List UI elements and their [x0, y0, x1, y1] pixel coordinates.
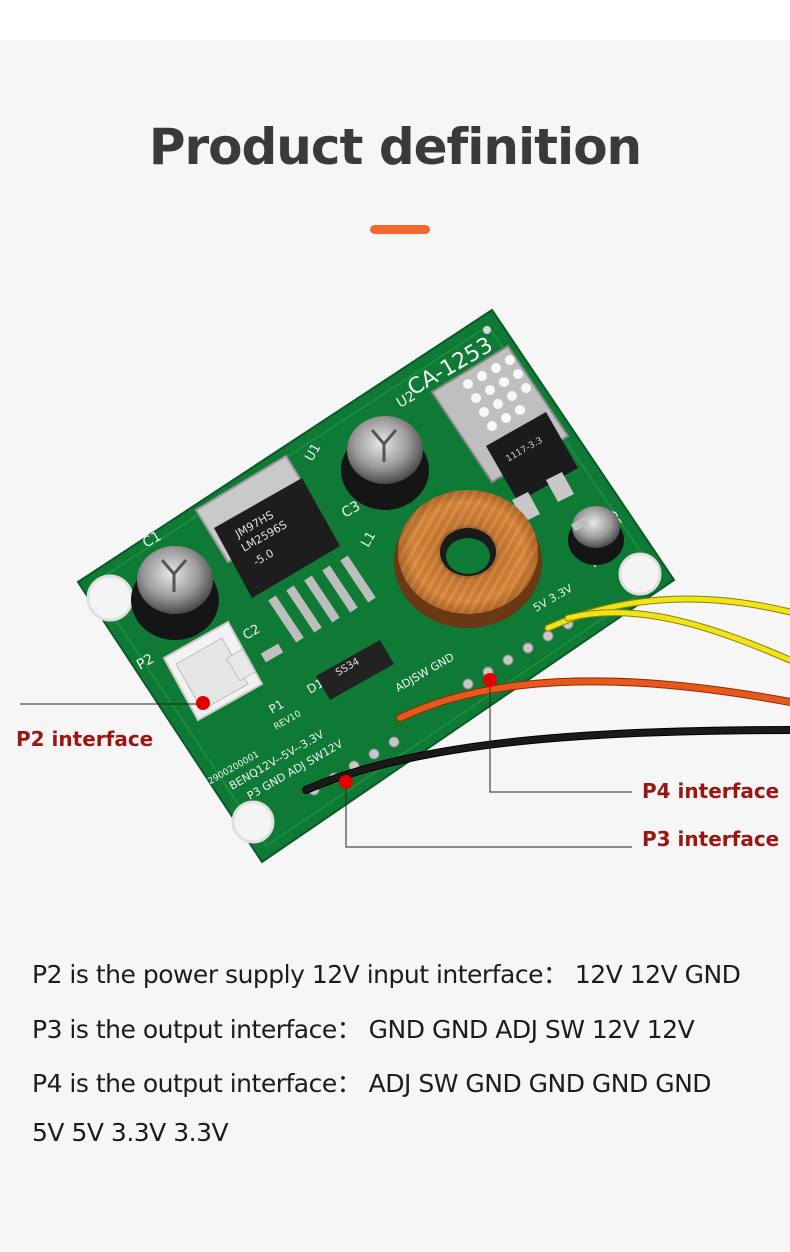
capacitor-c5 [568, 506, 624, 565]
p4-interface-callout: P4 interface [642, 779, 780, 803]
wires [302, 595, 790, 794]
capacitor-c1 [131, 546, 219, 640]
l1-label: L1 [358, 529, 379, 550]
p2-interface-callout: P2 interface [16, 727, 154, 751]
inductor-l1 [394, 490, 542, 628]
p2-label: P2 [134, 651, 157, 674]
p4-description: P4 is the output interface： ADJ SW GND G… [32, 1069, 712, 1098]
callout-leaders [20, 680, 632, 848]
p4-description-continued: 5V 5V 3.3V 3.3V [32, 1118, 229, 1147]
u2-regulator: 1117-3.3 [430, 344, 578, 522]
p3-description: P3 is the output interface： GND GND ADJ … [32, 1015, 695, 1044]
p2-description: P2 is the power supply 12V input interfa… [32, 960, 741, 989]
u1-chip: JM97HS LM2596S -5.0 [194, 454, 376, 643]
p3-marker-dot [339, 775, 353, 789]
p2-marker-dot [196, 696, 210, 710]
title-accent-bar [370, 225, 430, 234]
p4-marker-dot [483, 673, 497, 687]
p3-interface-callout: P3 interface [642, 827, 780, 851]
p2-connector [162, 620, 264, 722]
product-photo: CA-1253 U2 U1 C1 C2 C3 C5 L1 D1 P1 P2 P4… [20, 308, 790, 864]
p1-label: P1 [267, 697, 287, 717]
capacitor-c3 [341, 416, 429, 510]
page-title: Product definition [148, 118, 642, 176]
